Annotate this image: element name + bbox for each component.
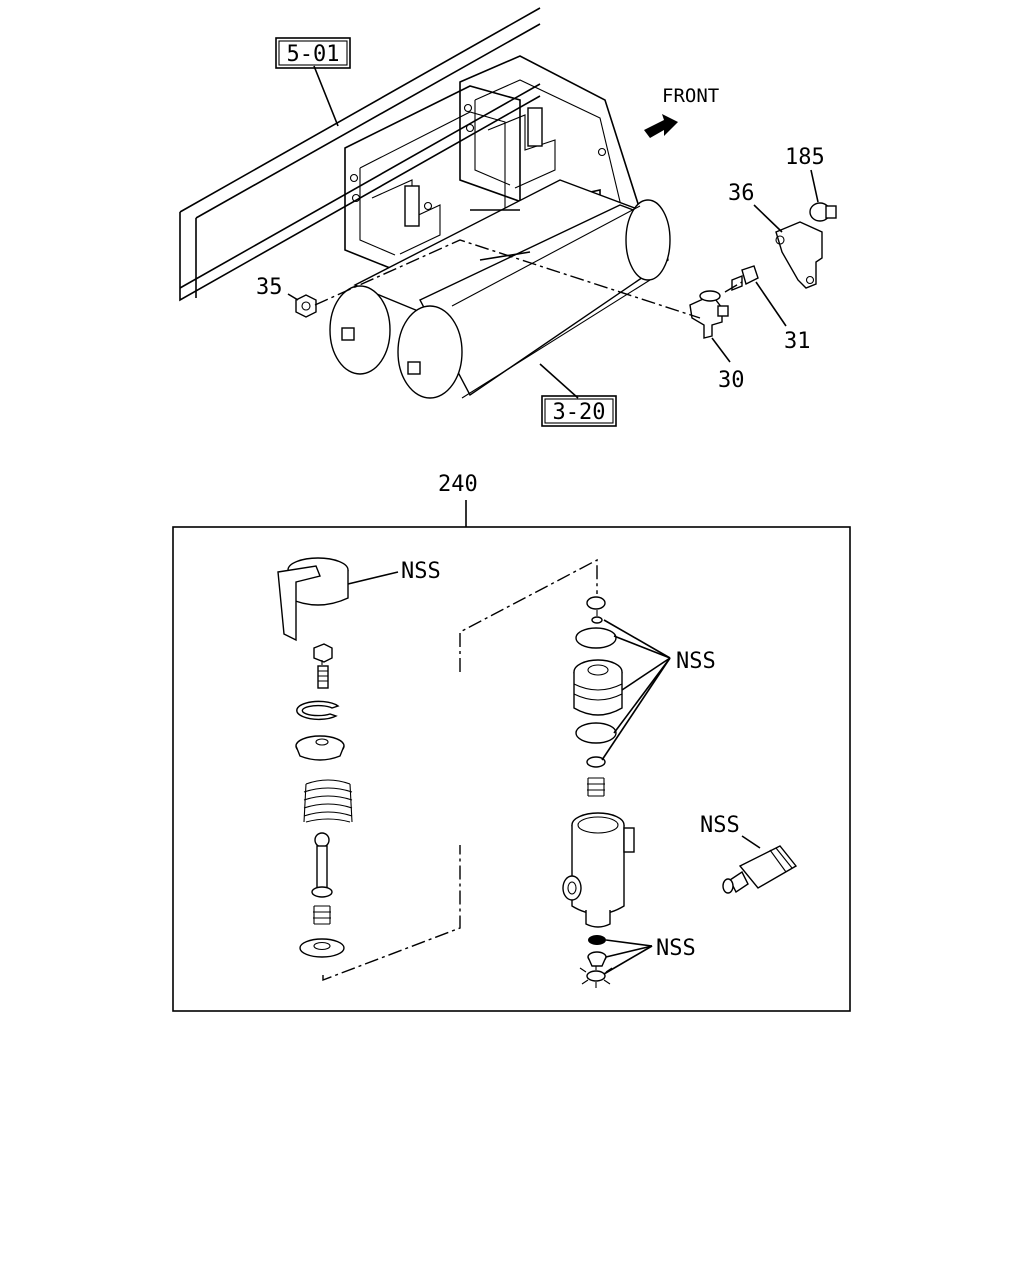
grease-tube [722, 845, 798, 894]
nss-leaders [347, 571, 761, 975]
nss-label-seals: NSS [676, 649, 716, 674]
arrow-right-icon [644, 114, 678, 138]
ref-box-frame: 5-01 [275, 37, 351, 69]
adjust-nut [313, 643, 333, 663]
callout-185: 185 [785, 145, 825, 170]
air-tank-right [397, 199, 671, 399]
callout-30: 30 [718, 368, 745, 393]
callout-31: 31 [784, 329, 811, 354]
small-o-ring [591, 616, 603, 624]
main-spring [303, 779, 353, 823]
stem-washer [311, 886, 333, 898]
exhaust-check-valve [587, 951, 607, 967]
spring-seat [295, 735, 345, 761]
nut-35 [295, 294, 317, 318]
repair-kit-box [172, 526, 851, 1012]
star-washer [579, 966, 613, 988]
fitting-185 [809, 202, 837, 222]
valve-stem [314, 832, 330, 889]
cross-strap [470, 209, 531, 261]
small-spring [313, 905, 331, 925]
front-label: FRONT [662, 85, 719, 107]
air-tank-left [329, 179, 642, 375]
ref-label-frame: 5-01 [287, 42, 340, 67]
ref-box-tanks: 3-20 [541, 395, 617, 427]
callout-35: 35 [256, 275, 283, 300]
adjust-screw [317, 665, 329, 689]
callout-36: 36 [728, 181, 755, 206]
ref-label-tanks: 3-20 [553, 400, 606, 425]
valve-body [562, 812, 635, 928]
nss-label-grease: NSS [700, 813, 740, 838]
callout-240: 240 [438, 472, 478, 497]
rubber-cap [277, 557, 349, 642]
piston-spring [587, 777, 605, 797]
assembly-lines [321, 558, 598, 982]
leader-lines-upper [287, 65, 819, 399]
screw-31 [731, 265, 759, 292]
nss-label-valve: NSS [656, 936, 696, 961]
piston [573, 659, 623, 716]
front-indicator: FRONT [644, 85, 719, 138]
bracket-36 [775, 221, 823, 289]
nss-label-cap: NSS [401, 559, 441, 584]
piston-washer [586, 756, 606, 768]
large-o-ring-lower [575, 722, 617, 744]
filter-screen [588, 935, 606, 945]
piston-cap [586, 596, 606, 610]
snap-ring [296, 700, 340, 721]
drain-valve [689, 290, 729, 339]
valve-seat [299, 938, 345, 958]
large-o-ring-upper [575, 627, 617, 649]
